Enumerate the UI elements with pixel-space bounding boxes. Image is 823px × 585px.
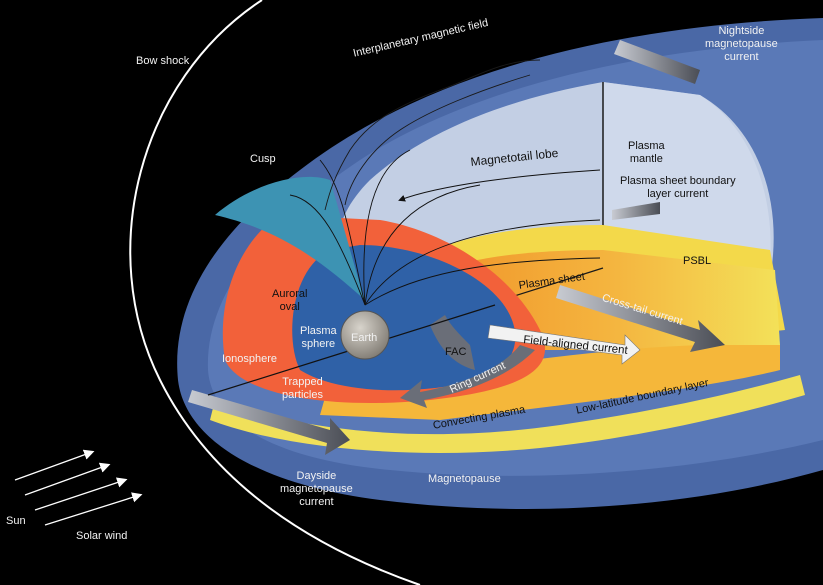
fac-arrow [430,315,475,370]
cusp-field-lines [289,149,601,306]
psbl-label: PSBL [683,255,712,267]
earth-globe [340,310,390,360]
bow-shock-label: Bow shock [136,55,190,67]
plasma-mantle-label: Plasma mantle [628,140,665,165]
cusp-label: Cusp [250,153,276,165]
fac-label: FAC [445,346,467,358]
tail-back-face [603,82,771,268]
cross-tail-current-arrow [556,285,725,352]
solar-wind-arrows [14,449,143,526]
convection-band [210,375,805,453]
bow-shock-line [129,0,421,585]
plasma-sheet-lower [320,345,780,420]
sun-label: Sun [6,515,26,527]
imf-lines [324,59,541,211]
auroral-oval-label: Auroral oval [272,288,308,313]
trapped-particles-label: Trapped particles [282,376,323,401]
field-aligned-current-arrow [487,324,641,365]
earth-label: Earth [351,332,378,344]
cusp-region [215,176,365,300]
plasma-sphere-label: Plasma sphere [300,325,337,350]
dayside-current-label: Dayside magnetopause current [280,470,353,508]
magnetopause-label: Magnetopause [428,473,501,485]
psbl-current-arrow [612,202,660,220]
nightside-current-arrow [614,40,700,84]
psbl-current-label: Plasma sheet boundary layer current [620,175,736,200]
ring-current-arrow [400,345,535,408]
ionosphere-label: Ionosphere [222,353,278,365]
dayside-current-arrow [188,390,350,455]
nightside-current-label: Nightside magnetopause current [705,25,778,63]
magnetotail-lobe-arrow [398,169,601,202]
solar-wind-label: Solar wind [76,530,128,542]
